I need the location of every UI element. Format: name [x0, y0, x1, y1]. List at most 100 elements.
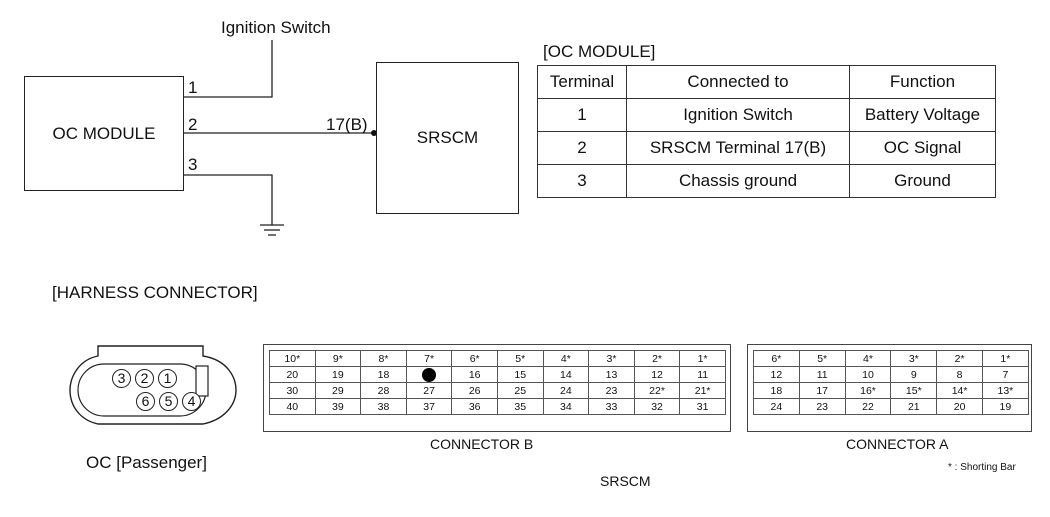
connector-pin-cell: 39 [314, 398, 362, 415]
connector-pin-cell: 17 [798, 382, 846, 399]
oc-terminal-table: Terminal Connected to Function 1 Ignitio… [537, 65, 996, 198]
connector-pin-cell: 1* [981, 350, 1029, 367]
connector-pin-cell: 6* [451, 350, 498, 367]
connector-pin-cell: 16* [844, 382, 892, 399]
connector-pin-cell: 2* [936, 350, 983, 367]
connector-pin-cell: 16 [451, 366, 498, 383]
srscm-pin-label: 17(B) [326, 115, 368, 134]
connector-pin-cell: 9 [890, 366, 938, 383]
connector-pin-cell: 13* [981, 382, 1029, 399]
connector-pin-cell: 5* [496, 350, 544, 367]
oc-module-label: OC MODULE [52, 123, 156, 143]
connector-pin-cell: 22 [844, 398, 892, 415]
table-cell: Ignition Switch [626, 98, 850, 132]
connector-pin-cell: 23 [798, 398, 846, 415]
connector-pin-cell: 11 [798, 366, 846, 383]
header-function: Function [849, 65, 996, 99]
connector-pin-cell: 6* [753, 350, 800, 367]
connector-pin-cell: 33 [588, 398, 635, 415]
connector-pin-cell: 19 [981, 398, 1029, 415]
connector-pin-cell: 13 [588, 366, 635, 383]
connector-pin-cell: 5* [798, 350, 846, 367]
srscm-connector-label: SRSCM [600, 473, 651, 489]
oc-pin: 4 [182, 392, 201, 411]
connector-pin-cell: 9* [314, 350, 362, 367]
pin-17-dot-icon [422, 367, 437, 382]
connector-pin-cell: 7 [981, 366, 1029, 383]
connector-pin-cell: 21 [890, 398, 938, 415]
connector-pin-cell: 30 [269, 382, 316, 399]
connector-pin-cell: 37 [405, 398, 453, 415]
connector-pin-cell: 29 [314, 382, 362, 399]
header-terminal: Terminal [537, 65, 627, 99]
connector-pin-cell: 27 [405, 382, 453, 399]
oc-pin: 2 [135, 369, 154, 388]
connector-pin-cell: 20 [269, 366, 316, 383]
table-cell: 1 [537, 98, 627, 132]
connector-pin-cell: 25 [496, 382, 544, 399]
connector-pin-cell: 24 [753, 398, 800, 415]
ignition-switch-label: Ignition Switch [221, 18, 331, 37]
connector-pin-cell: 12 [633, 366, 681, 383]
shorting-bar-note: * : Shorting Bar [948, 462, 1016, 473]
connector-pin-cell: 22* [633, 382, 681, 399]
connector-pin-cell: 3* [890, 350, 938, 367]
connector-pin-cell: 18 [360, 366, 407, 383]
oc-connector-outline [69, 345, 237, 425]
table-cell: 2 [537, 131, 627, 165]
connector-pin-cell: 20 [936, 398, 983, 415]
connector-row: 10*9*8*7*6*5*4*3*2*1* [269, 350, 726, 367]
connector-pin-cell: 4* [542, 350, 590, 367]
connector-row: 6*5*4*3*2*1* [753, 350, 1029, 367]
table-cell: 3 [537, 164, 627, 198]
oc-module-box: OC MODULE [24, 76, 184, 191]
connector-pin-cell: 21* [679, 382, 726, 399]
connector-pin-cell: 19 [314, 366, 362, 383]
connector-pin-cell: 34 [542, 398, 590, 415]
connector-pin-cell [405, 366, 453, 383]
connector-pin-cell: 15* [890, 382, 938, 399]
oc-table-title: [OC MODULE] [543, 42, 656, 61]
header-connected-to: Connected to [626, 65, 850, 99]
connector-pin-cell: 32 [633, 398, 681, 415]
table-row: 1 Ignition Switch Battery Voltage [537, 98, 996, 132]
table-cell: Battery Voltage [849, 98, 996, 132]
connector-pin-cell: 40 [269, 398, 316, 415]
connector-pin-cell: 10* [269, 350, 316, 367]
connector-pin-cell: 14* [936, 382, 983, 399]
connector-pin-cell: 3* [588, 350, 635, 367]
connector-pin-cell: 8* [360, 350, 407, 367]
oc-pin: 3 [112, 369, 131, 388]
connector-pin-cell: 23 [588, 382, 635, 399]
table-row: 3 Chassis ground Ground [537, 164, 996, 198]
table-cell: OC Signal [849, 131, 996, 165]
connector-pin-cell: 7* [405, 350, 453, 367]
connector-pin-cell: 10 [844, 366, 892, 383]
pin-2-label: 2 [188, 115, 198, 134]
table-cell: Chassis ground [626, 164, 850, 198]
connector-pin-cell: 26 [451, 382, 498, 399]
connector-b-label: CONNECTOR B [430, 436, 534, 452]
connector-pin-cell: 18 [753, 382, 800, 399]
connector-pin-cell: 28 [360, 382, 407, 399]
oc-pin: 6 [136, 392, 155, 411]
oc-pin: 1 [158, 369, 177, 388]
connector-pin-cell: 12 [753, 366, 800, 383]
oc-pin: 5 [159, 392, 178, 411]
connector-pin-cell: 38 [360, 398, 407, 415]
connector-pin-cell: 8 [936, 366, 983, 383]
pin-1-label: 1 [188, 78, 198, 97]
connector-pin-cell: 36 [451, 398, 498, 415]
table-cell: SRSCM Terminal 17(B) [626, 131, 850, 165]
table-cell: Ground [849, 164, 996, 198]
harness-title: [HARNESS CONNECTOR] [52, 283, 258, 302]
table-row: 2 SRSCM Terminal 17(B) OC Signal [537, 131, 996, 165]
